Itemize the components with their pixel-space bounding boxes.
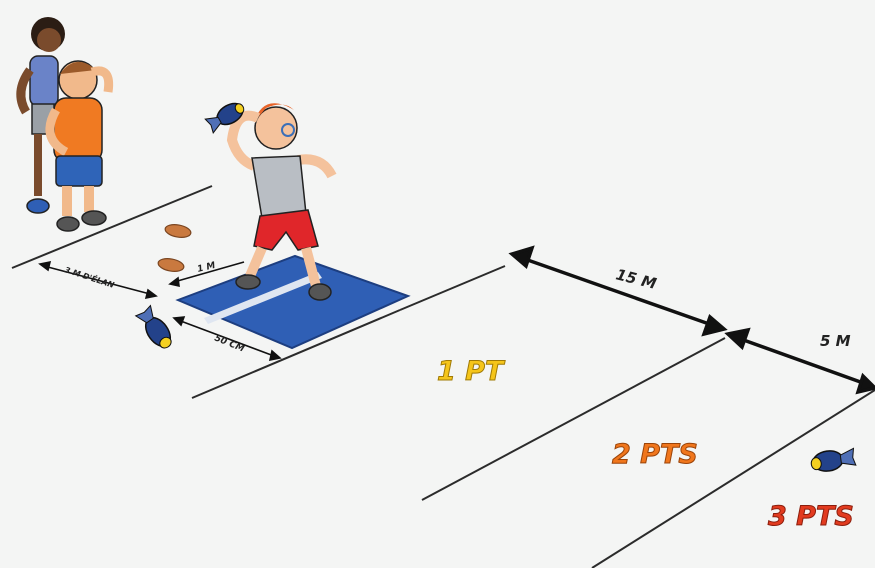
zone-1-label: 1 PT xyxy=(437,356,506,387)
zone-3-label: 3 PTS xyxy=(768,501,854,532)
label-5m: 5 M xyxy=(820,332,851,350)
zone-2-label: 2 PTS xyxy=(612,439,698,470)
